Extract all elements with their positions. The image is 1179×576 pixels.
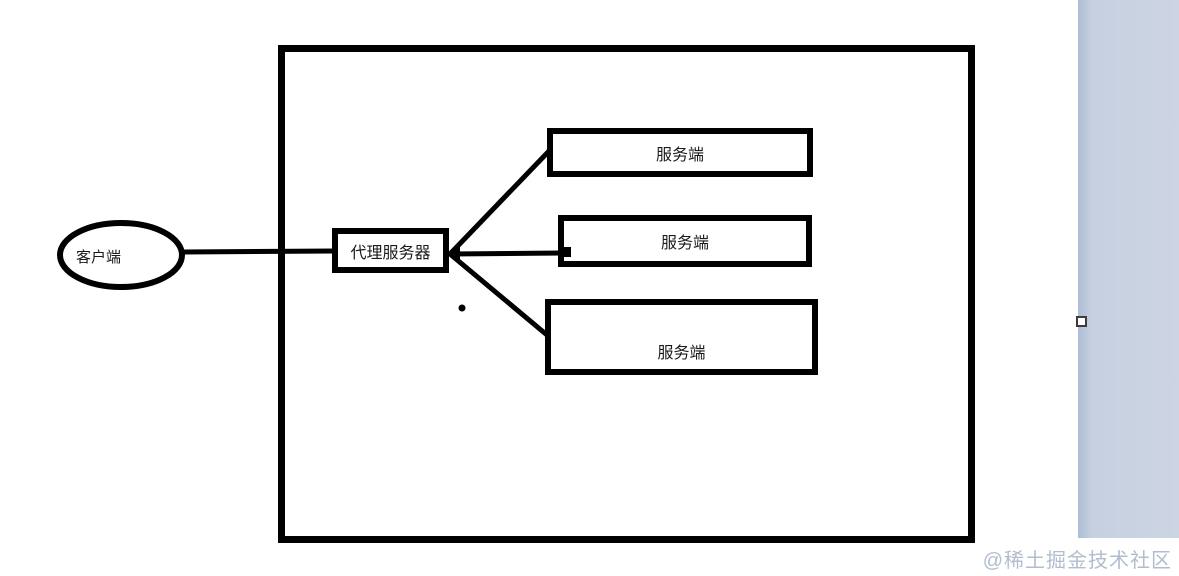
connector-proxy-server-1 <box>448 148 552 256</box>
server-box-1 <box>547 128 813 177</box>
outer-boundary-rect <box>278 45 975 543</box>
arrowhead-left-icon <box>446 246 460 262</box>
server-2-label: 服务端 <box>660 235 709 252</box>
proxy-label: 代理服务器 <box>350 244 431 262</box>
server-3-label: 服务端 <box>657 345 706 362</box>
connector-proxy-server-3 <box>448 252 549 337</box>
stray-dot <box>458 304 466 312</box>
page-background-band <box>1078 0 1179 538</box>
client-label: 客户端 <box>76 249 122 266</box>
resize-handle[interactable] <box>1076 316 1087 327</box>
server-1-label: 服务端 <box>655 147 704 164</box>
connector-proxy-server-2 <box>449 250 563 257</box>
connector-end-dot <box>561 247 571 257</box>
client-ellipse <box>57 220 185 290</box>
server-box-3 <box>545 299 818 375</box>
server-box-2 <box>558 215 812 267</box>
connector-client-proxy <box>182 248 335 255</box>
proxy-box <box>332 228 449 273</box>
watermark-text: @稀土掘金技术社区 <box>982 550 1172 572</box>
